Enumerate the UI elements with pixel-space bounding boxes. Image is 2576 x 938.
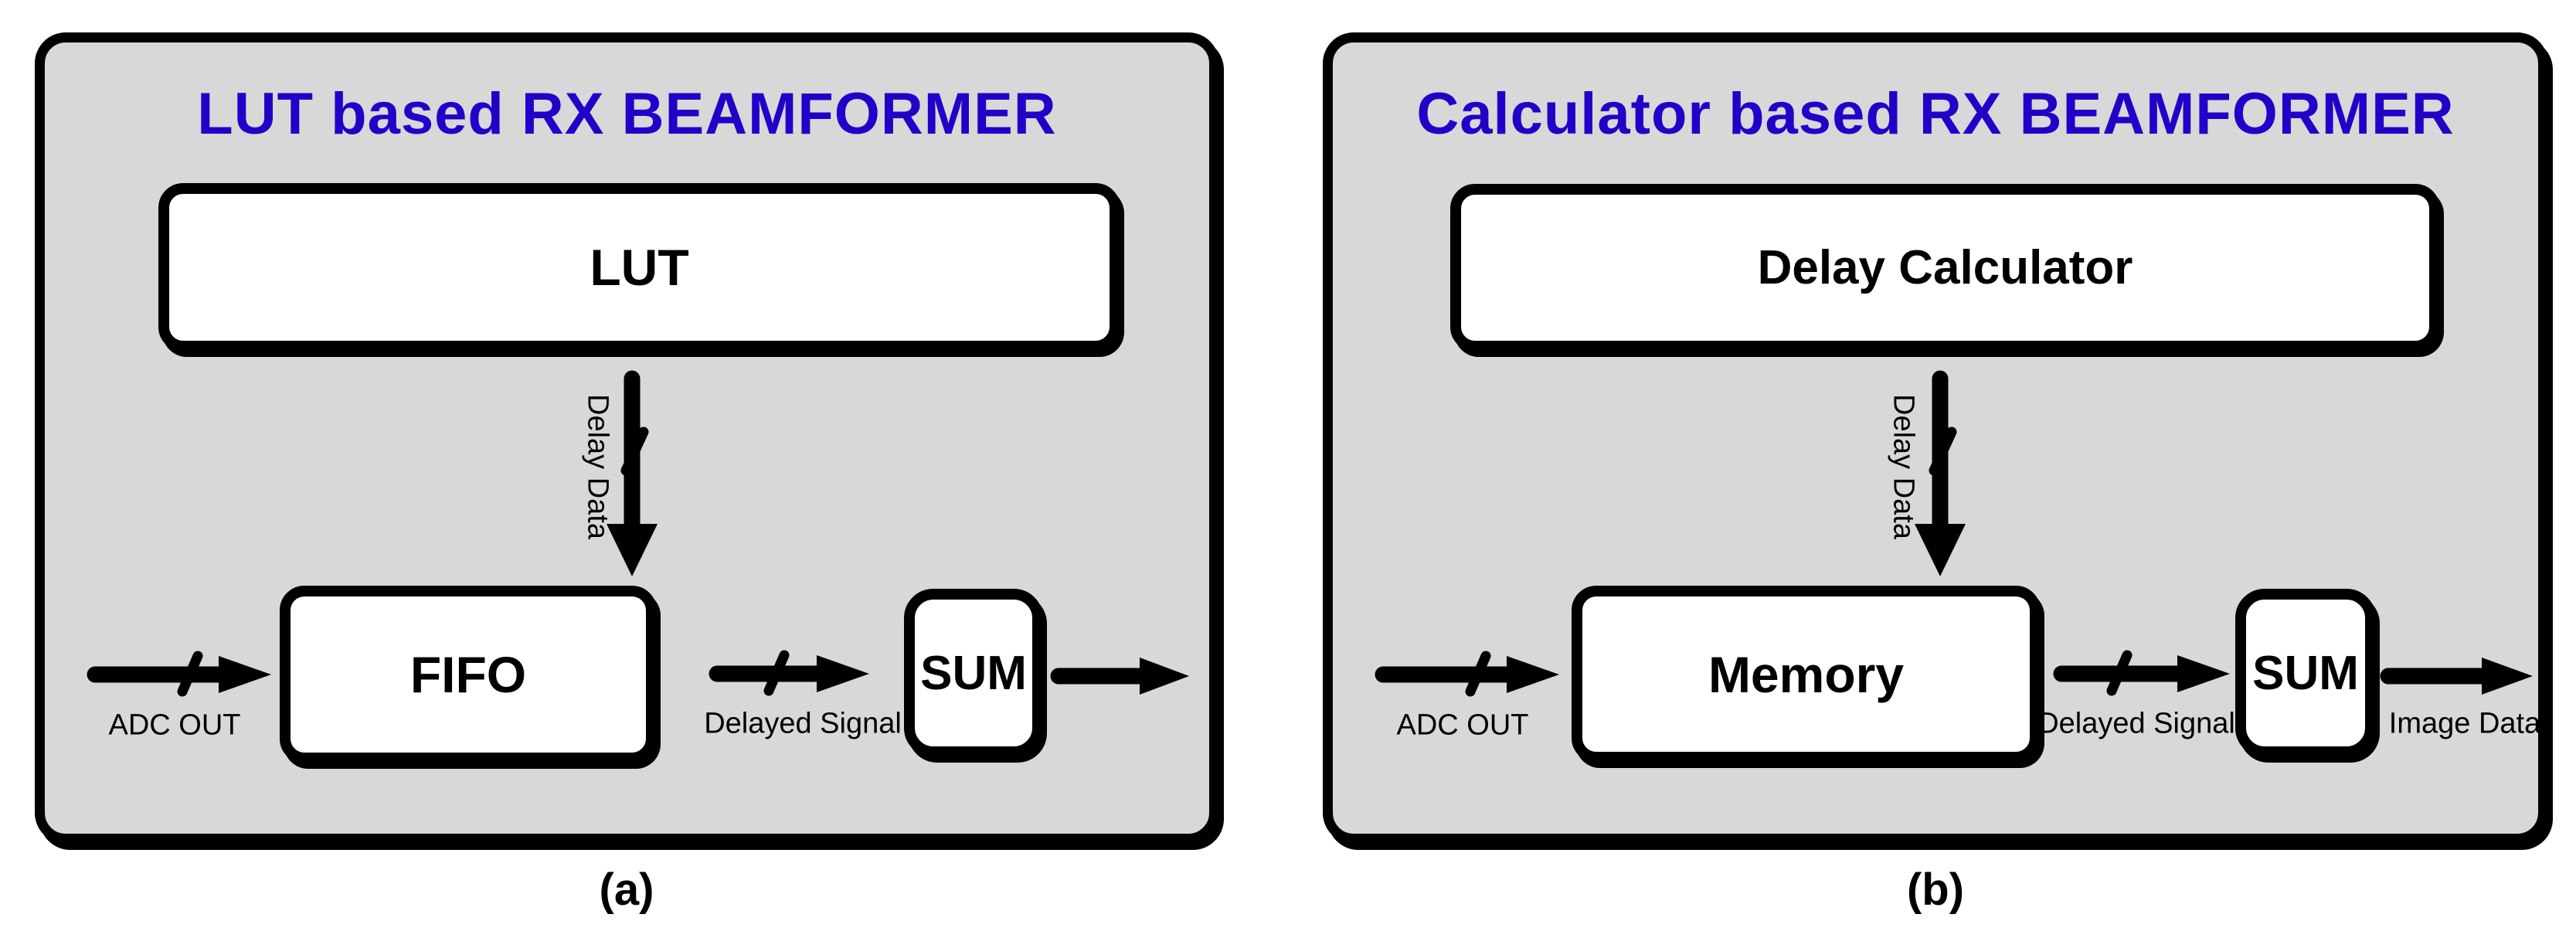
delay-data-arrow	[607, 370, 658, 576]
panel-calculator-beamformer: Calculator based RX BEAMFORMER	[1323, 32, 2548, 844]
panel-b-arrows	[1375, 370, 2533, 697]
adc-out-label: ADC OUT	[1396, 709, 1529, 742]
delayed-signal-label: Delayed Signal	[704, 707, 902, 740]
panel-a-title: LUT based RX BEAMFORMER	[197, 81, 1057, 147]
image-data-arrow	[2380, 658, 2533, 695]
bus-width-slash	[2106, 650, 2133, 696]
lut-block-label: LUT	[590, 239, 689, 296]
fifo-block-label: FIFO	[410, 646, 527, 703]
delayed-signal-arrow	[2053, 650, 2230, 696]
memory-block: Memory	[1572, 586, 2041, 763]
bus-width-slash	[763, 650, 790, 696]
caption-a: (a)	[599, 865, 654, 915]
caption-b: (b)	[1906, 865, 1965, 915]
panel-a-arrows	[87, 370, 1189, 697]
bus-width-slash	[177, 651, 203, 697]
bus-width-slash	[620, 427, 649, 476]
panel-lut-beamformer: LUT based RX BEAMFORMER	[35, 32, 1219, 844]
image-data-label: Image Data	[2388, 707, 2541, 740]
sum-block-b: SUM	[2235, 589, 2376, 757]
panel-b-title: Calculator based RX BEAMFORMER	[1416, 81, 2455, 147]
sum-block-label: SUM	[920, 646, 1027, 700]
bus-width-slash	[1465, 651, 1491, 697]
delay-calculator-block: Delay Calculator	[1450, 184, 2440, 352]
delay-calculator-block-label: Delay Calculator	[1757, 241, 2133, 294]
adc-out-label: ADC OUT	[108, 709, 241, 742]
fifo-block: FIFO	[280, 586, 657, 763]
sum-block-label: SUM	[2252, 646, 2359, 700]
lut-block: LUT	[158, 183, 1120, 352]
delayed-signal-arrow	[709, 650, 869, 696]
sum-output-arrow	[1050, 658, 1189, 695]
delay-data-arrow	[1915, 370, 1966, 576]
delay-data-label: Delay Data	[1887, 394, 1920, 539]
memory-block-label: Memory	[1708, 645, 1905, 703]
delay-data-label: Delay Data	[581, 394, 614, 539]
adc-input-arrow	[1375, 651, 1559, 697]
adc-input-arrow	[87, 651, 271, 697]
bus-width-slash	[1929, 427, 1957, 476]
sum-block-a: SUM	[904, 589, 1043, 757]
delayed-signal-label: Delayed Signal	[2037, 707, 2235, 740]
